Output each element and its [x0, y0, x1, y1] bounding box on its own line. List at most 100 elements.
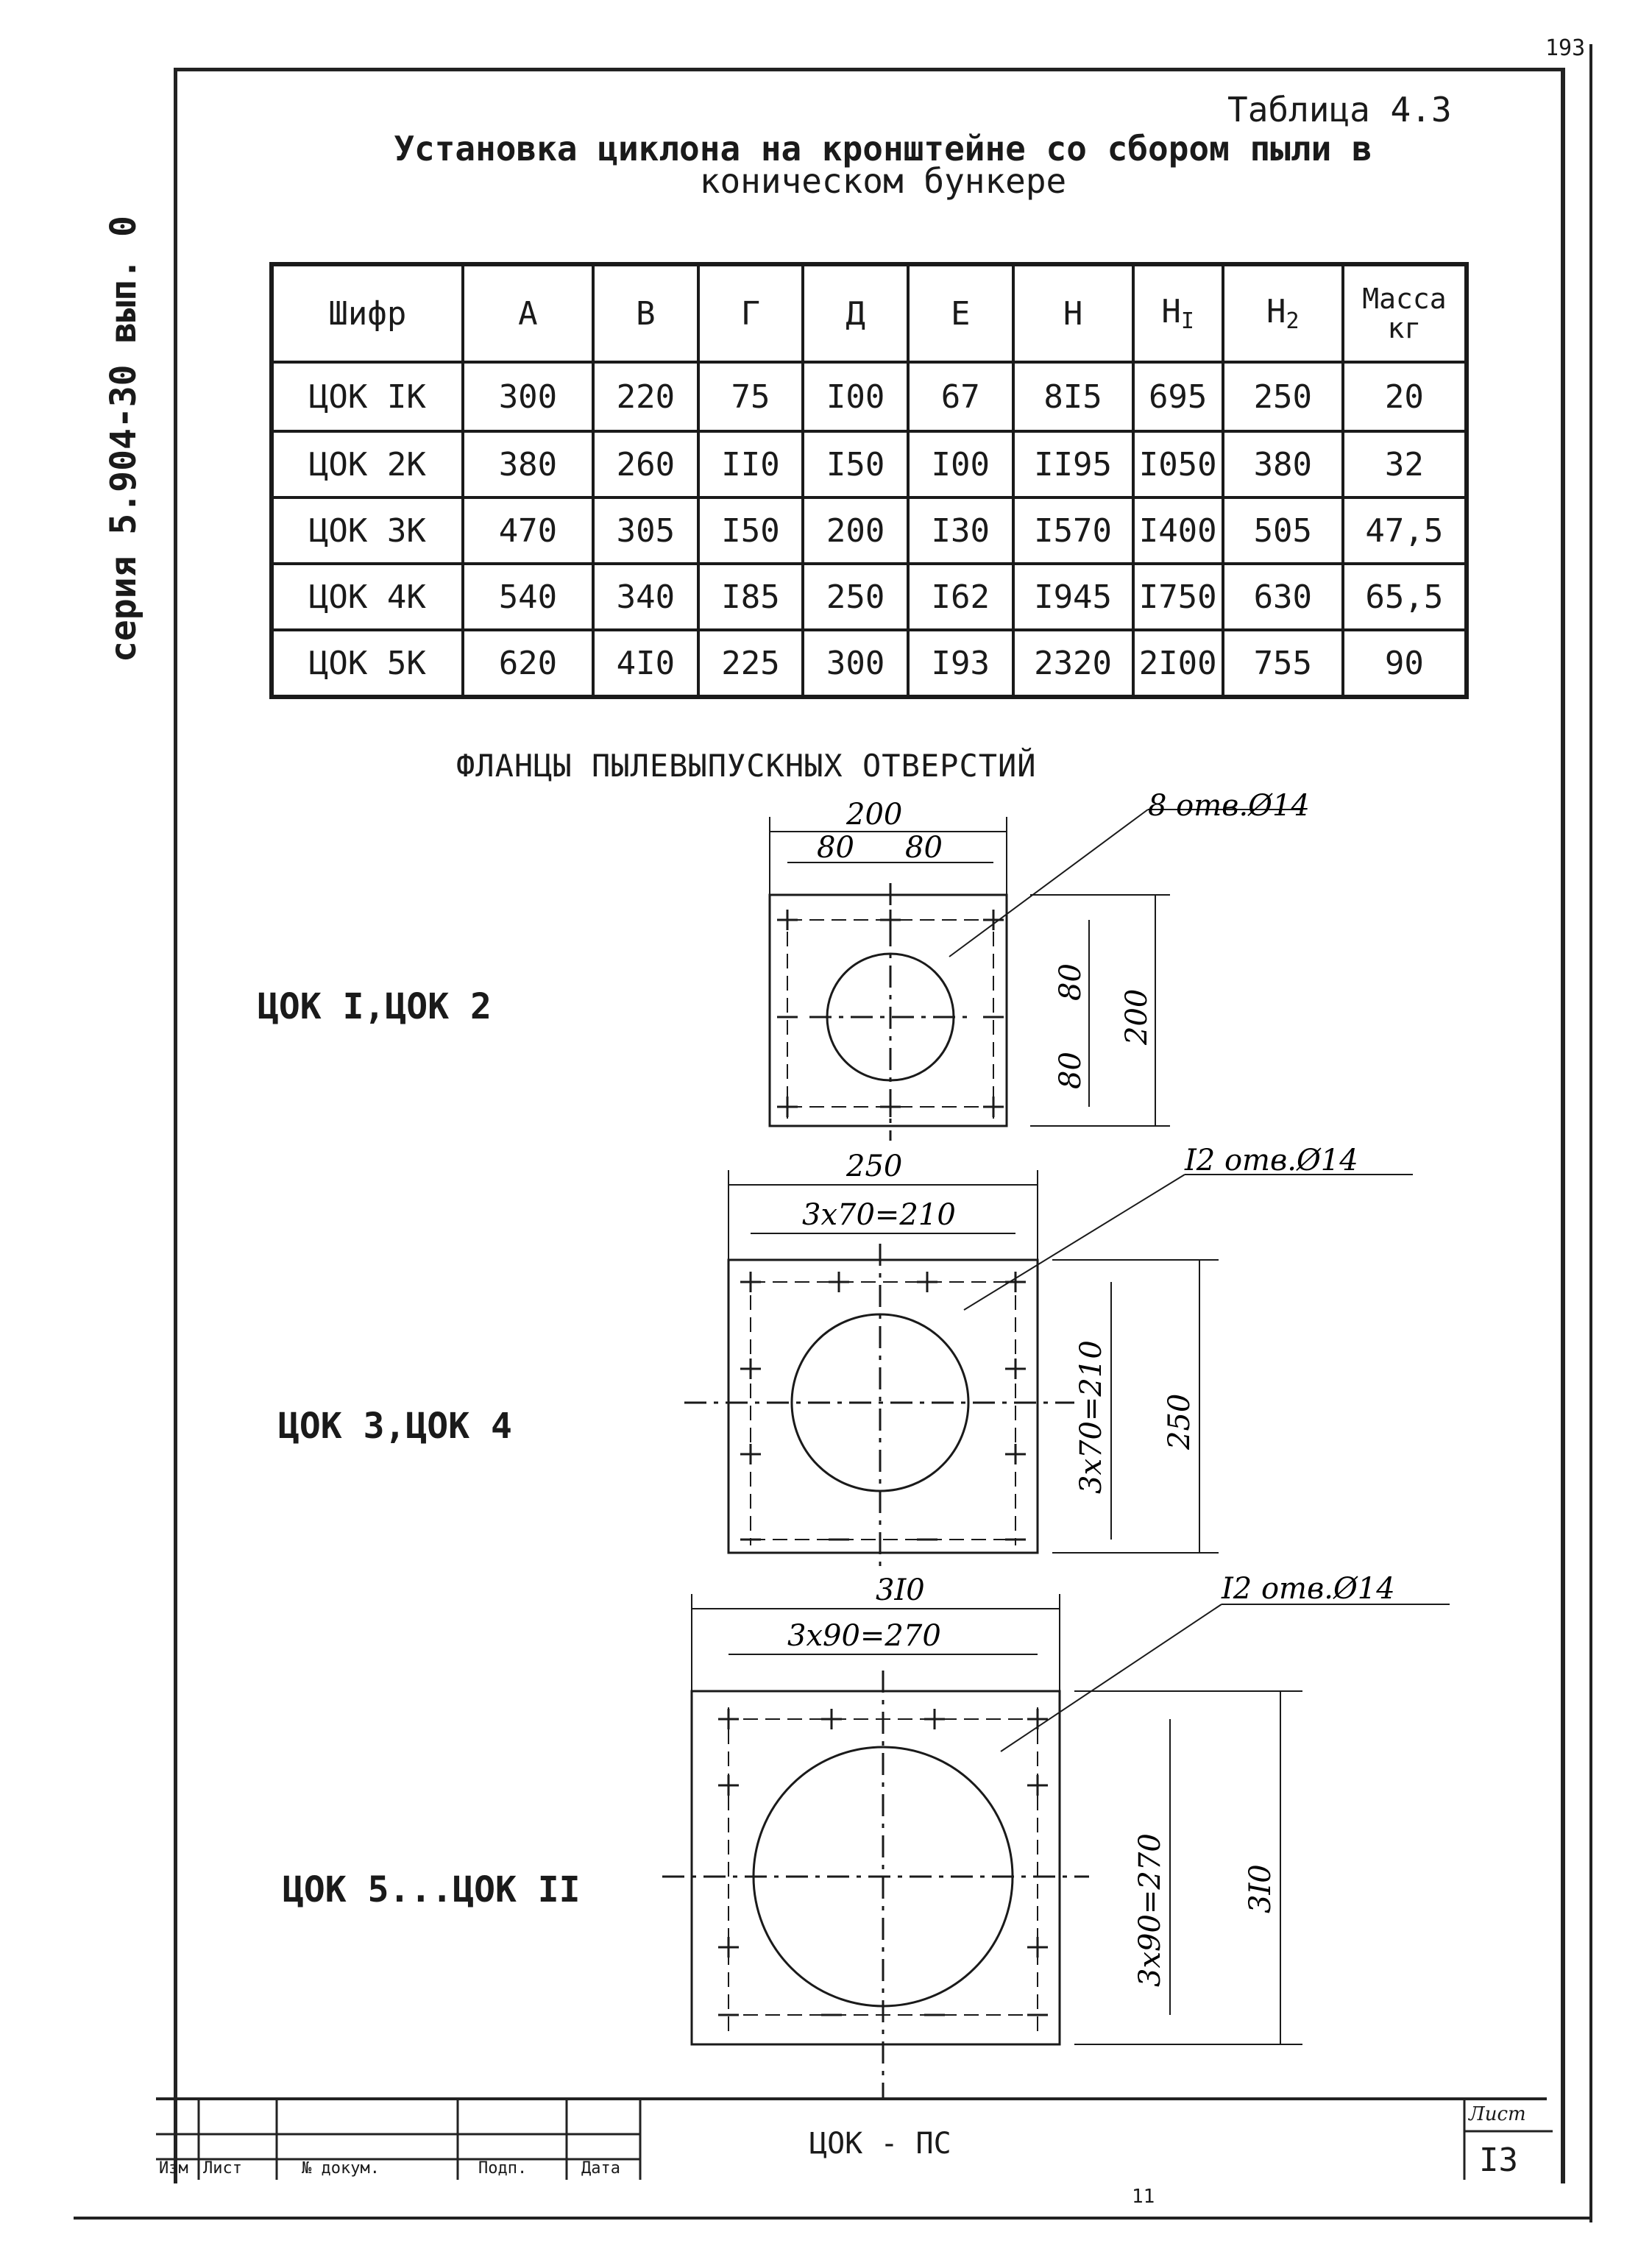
stamp-col-sign: Подп.: [478, 2159, 528, 2178]
table-cell: I750: [1131, 562, 1224, 631]
table-cell: ЦОК IК: [270, 361, 464, 433]
table-cell: 470: [461, 496, 595, 565]
table-cell: 2320: [1011, 628, 1135, 698]
table-cell: 380: [1221, 430, 1344, 499]
col-header-h1: НI: [1131, 263, 1224, 364]
table-cell: ЦОК 4К: [270, 562, 464, 631]
col-header-h2: Н2: [1221, 263, 1344, 364]
flange-2-outline: [727, 1258, 1039, 1554]
flange-3-height-dim: 3I0: [1244, 1864, 1277, 1913]
flange-3-width-dim: 3I0: [876, 1573, 925, 1607]
table-cell: 200: [801, 496, 910, 565]
col-header-d: Д: [801, 263, 910, 364]
table-cell: 300: [801, 628, 910, 698]
table-cell: I00: [906, 430, 1015, 499]
table-cell: 2I00: [1131, 628, 1224, 698]
table-cell: ЦОК 5К: [270, 628, 464, 698]
stamp-col-list: Лист: [203, 2159, 242, 2178]
table-cell: 65,5: [1341, 562, 1469, 631]
flange-1-drawing: [768, 809, 1302, 1141]
table-cell: I85: [696, 562, 805, 631]
page-title: Установка циклона на кронштейне со сборо…: [280, 129, 1486, 201]
table-cell: II0: [696, 430, 805, 499]
bottom-margin-line: [74, 2217, 1592, 2220]
title-block: [156, 2097, 1547, 2183]
table-cell: 8I5: [1011, 361, 1135, 433]
document-code: ЦОК - ПС: [809, 2127, 951, 2161]
flanges-section-title: ФЛАНЦЫ ПЫЛЕВЫПУСКНЫХ ОТВЕРСТИЙ: [456, 748, 1037, 784]
table-cell: 250: [801, 562, 910, 631]
table-cell: 305: [592, 496, 700, 565]
table-cell: 250: [1221, 361, 1344, 433]
table-cell: 4I0: [592, 628, 700, 698]
table-cell: 380: [461, 430, 595, 499]
sheet-frame: [174, 68, 1565, 2183]
table-cell: 695: [1131, 361, 1224, 433]
col-header-g: Г: [696, 263, 805, 364]
flange-1-height-dim: 200: [1120, 989, 1154, 1046]
table-cell: II95: [1011, 430, 1135, 499]
flange-1-width-dim: 200: [846, 798, 902, 832]
flange-1-pitch-side-dim: 80: [1054, 963, 1088, 1001]
flange-2-pitch-side-dim: 3x70=210: [1074, 1340, 1108, 1494]
stamp-col-izm: Изм: [159, 2159, 188, 2178]
right-margin-line: [1589, 44, 1592, 2222]
col-header-a: А: [461, 263, 595, 364]
table-cell: 630: [1221, 562, 1344, 631]
col-header-mass: Масса кг: [1341, 263, 1469, 364]
stamp-col-date: Дата: [581, 2159, 620, 2178]
flange-1-pitch-side-dim-2: 80: [1054, 1052, 1088, 1089]
sheet-label: Лист: [1469, 2103, 1526, 2125]
col-header-h: Н: [1011, 263, 1135, 364]
flange-3-pitch-top-dim: 3x90=270: [787, 1619, 941, 1653]
table-cell: I50: [696, 496, 805, 565]
flange-3-drawing: [662, 1594, 1450, 2097]
page-number: 11: [1132, 2186, 1155, 2208]
flange-1-holes-note: 8 отв.Ø14: [1148, 789, 1310, 823]
table-header-row: Шифр А В Г Д Е Н НI Н2 Масса кг: [270, 263, 1469, 364]
flange-3-label: ЦОК 5...ЦОК II: [283, 1869, 581, 1910]
table-cell: I50: [801, 430, 910, 499]
table-cell: I62: [906, 562, 1015, 631]
title-line-1: Установка циклона на кронштейне со сборо…: [394, 129, 1372, 169]
table-cell: I050: [1131, 430, 1224, 499]
table-cell: I93: [906, 628, 1015, 698]
table-cell: I00: [801, 361, 910, 433]
table-cell: 340: [592, 562, 700, 631]
table-cell: 505: [1221, 496, 1344, 565]
table-cell: ЦОК 3К: [270, 496, 464, 565]
table-cell: 220: [592, 361, 700, 433]
flange-3-outline: [690, 1690, 1061, 2046]
flange-2-height-dim: 250: [1163, 1394, 1197, 1450]
table-cell: 225: [696, 628, 805, 698]
flange-1-outline: [768, 893, 1008, 1127]
col-header-b: В: [592, 263, 700, 364]
flange-2-width-dim: 250: [846, 1150, 902, 1183]
title-block-grid: [156, 2099, 1553, 2180]
table-cell: I400: [1131, 496, 1224, 565]
flange-3-holes-note: I2 отв.Ø14: [1221, 1572, 1395, 1606]
table-label: Таблица 4.3: [1227, 90, 1452, 130]
table-cell: ЦОК 2К: [270, 430, 464, 499]
table-cell: 32: [1341, 430, 1469, 499]
stamp-col-doc: № докум.: [302, 2159, 380, 2178]
table-cell: 260: [592, 430, 700, 499]
flange-1-pitch-top-dim-2: 80: [905, 831, 943, 865]
col-header-code: Шифр: [270, 263, 464, 364]
dimensions-table: Шифр А В Г Д Е Н НI Н2 Масса кг ЦОК IК 30…: [269, 262, 1469, 699]
table-cell: 90: [1341, 628, 1469, 698]
flange-2-label: ЦОК 3,ЦОК 4: [278, 1406, 512, 1447]
table-cell: 20: [1341, 361, 1469, 433]
corner-mark: 193: [1545, 35, 1586, 61]
table-cell: 75: [696, 361, 805, 433]
flange-1-pitch-top-dim: 80: [817, 831, 854, 865]
table-cell: 755: [1221, 628, 1344, 698]
table-cell: 47,5: [1341, 496, 1469, 565]
title-line-2: коническом бункере: [699, 161, 1067, 201]
table-cell: 67: [906, 361, 1015, 433]
